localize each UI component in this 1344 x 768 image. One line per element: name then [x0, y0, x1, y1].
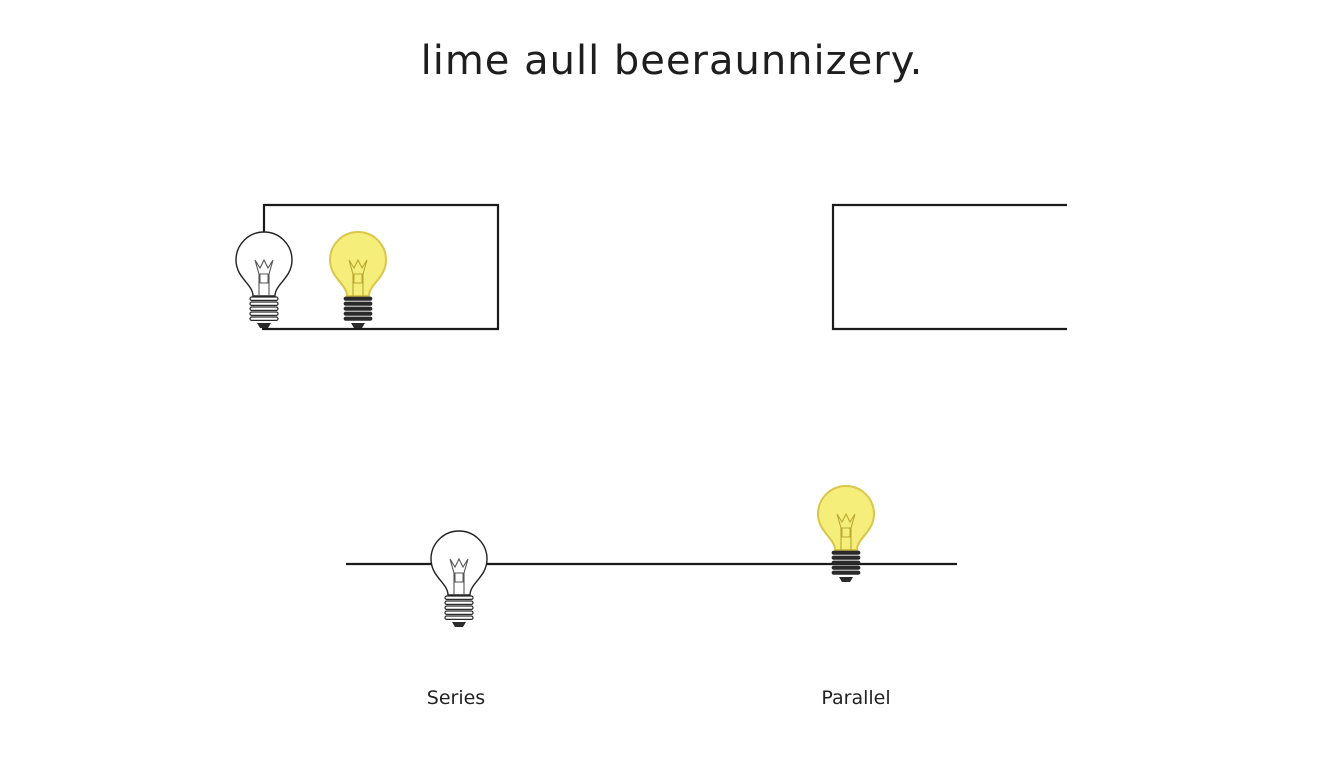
bulb-filament-support: [454, 572, 464, 583]
series-caption: Series: [426, 687, 486, 709]
bulb-base: [343, 296, 373, 328]
diagram-title: lime aull beeraunnizery.: [420, 38, 924, 84]
bulb-filament: [254, 258, 274, 296]
bulb-filament: [348, 258, 368, 296]
bulb-icon-bottom-right: [816, 485, 876, 582]
top-left-circuit-wire: [262, 203, 500, 331]
bulb-icon-bottom-left: [430, 530, 488, 627]
top-right-circuit-wire: [831, 203, 1067, 331]
parallel-caption: Parallel: [821, 687, 891, 709]
bulb-base: [249, 296, 279, 328]
bulb-filament: [836, 512, 856, 550]
bulb-glass: [430, 530, 488, 596]
bulb-glass: [816, 485, 876, 551]
bulb-icon-top-right: [328, 231, 388, 328]
bulb-base: [831, 550, 861, 582]
bulb-glass: [328, 231, 388, 297]
bulb-base: [444, 595, 474, 627]
bulbs-group: [235, 231, 876, 627]
bulb-filament: [449, 557, 469, 595]
bulb-filament-support: [353, 273, 363, 284]
bulb-glass: [235, 231, 293, 297]
bulb-icon-top-left: [235, 231, 293, 328]
bulb-filament-support: [841, 527, 851, 538]
bulb-filament-support: [259, 273, 269, 284]
